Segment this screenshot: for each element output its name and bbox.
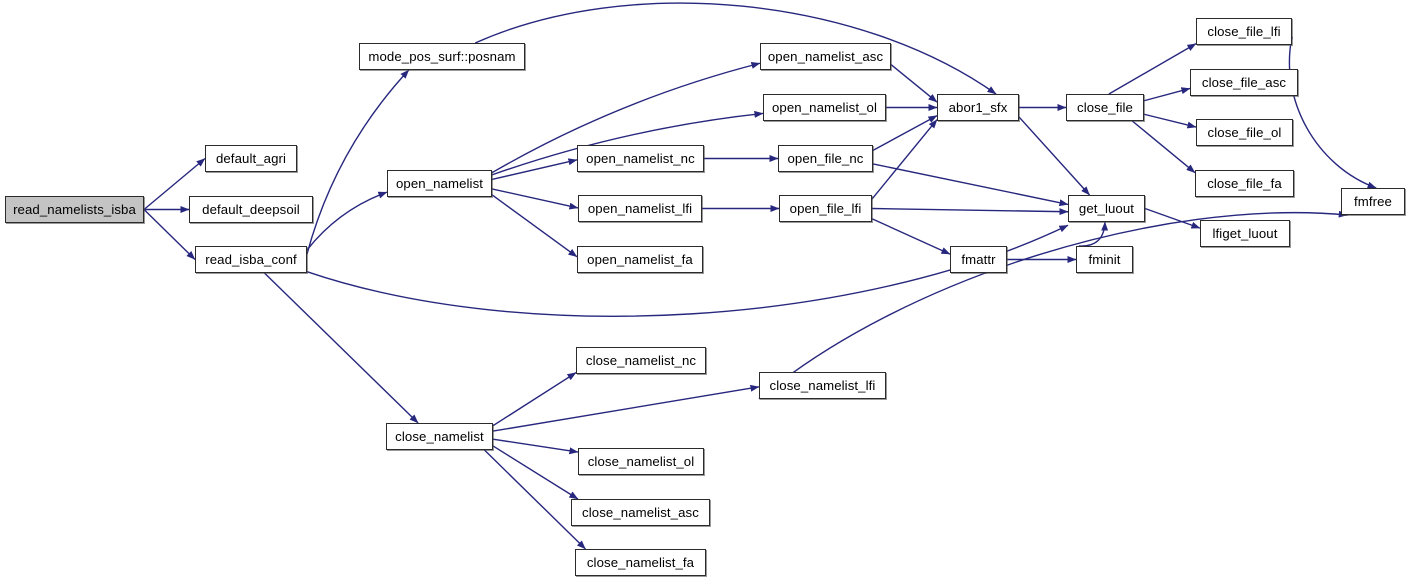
node-label: open_namelist_fa bbox=[587, 251, 693, 267]
graph-node-open-namelist-lfi[interactable]: open_namelist_lfi bbox=[578, 195, 702, 222]
node-label: close_namelist_fa bbox=[586, 554, 695, 570]
graph-node-close-namelist-ol[interactable]: close_namelist_ol bbox=[578, 448, 704, 475]
graph-node-close-namelist-nc[interactable]: close_namelist_nc bbox=[576, 347, 706, 374]
graph-node-close-namelist-asc[interactable]: close_namelist_asc bbox=[571, 499, 710, 526]
node-label: close_namelist_nc bbox=[585, 352, 697, 368]
graph-node-open-namelist-nc[interactable]: open_namelist_nc bbox=[577, 145, 704, 172]
graph-node-close-namelist[interactable]: close_namelist bbox=[386, 423, 493, 450]
node-label: open_namelist_ol bbox=[772, 99, 877, 115]
node-label: fmfree bbox=[1354, 193, 1392, 209]
edge-close-namelist-to-close-namelist-lfi bbox=[492, 384, 760, 432]
edge-read-isba-conf-to-mode-pos-surf-posnam bbox=[306, 69, 410, 255]
node-label: close_namelist_lfi bbox=[769, 377, 876, 393]
edge-close-namelist-to-close-namelist-ol bbox=[492, 438, 579, 455]
node-label: default_deepsoil bbox=[202, 201, 300, 217]
edge-abor1-sfx-to-get-luout bbox=[1018, 116, 1091, 196]
graph-node-fminit[interactable]: fminit bbox=[1076, 246, 1133, 273]
node-label: mode_pos_surf::posnam bbox=[368, 48, 516, 64]
graph-node-default-deepsoil[interactable]: default_deepsoil bbox=[189, 196, 313, 223]
node-label: read_namelists_isba bbox=[13, 201, 136, 217]
graph-node-open-namelist[interactable]: open_namelist bbox=[387, 170, 492, 197]
edge-read-isba-conf-to-open-namelist bbox=[306, 191, 388, 251]
node-label: close_namelist_ol bbox=[587, 453, 695, 469]
node-label: close_file_asc bbox=[1201, 74, 1287, 90]
edge-open-file-lfi-to-get-luout bbox=[871, 207, 1069, 216]
graph-node-mode-pos-surf-posnam[interactable]: mode_pos_surf::posnam bbox=[359, 43, 525, 70]
node-label: close_namelist_asc bbox=[582, 504, 699, 520]
graph-node-open-namelist-fa[interactable]: open_namelist_fa bbox=[577, 246, 703, 273]
node-label: close_file_lfi bbox=[1207, 23, 1281, 39]
node-label: default_agri bbox=[215, 150, 287, 166]
graph-node-fmfree[interactable]: fmfree bbox=[1341, 188, 1405, 215]
node-label: open_file_lfi bbox=[789, 200, 862, 216]
node-label: close_namelist bbox=[395, 428, 484, 444]
graph-node-close-file-ol[interactable]: close_file_ol bbox=[1196, 119, 1293, 146]
edge-close-file-to-close-file-fa bbox=[1131, 120, 1196, 174]
graph-node-close-file-asc[interactable]: close_file_asc bbox=[1190, 69, 1298, 96]
graph-node-fmattr[interactable]: fmattr bbox=[950, 246, 1007, 273]
node-label: fminit bbox=[1088, 251, 1121, 267]
edge-close-namelist-to-close-namelist-asc bbox=[492, 445, 579, 500]
edge-open-namelist-to-open-namelist-fa bbox=[491, 194, 578, 258]
graph-node-open-namelist-ol[interactable]: open_namelist_ol bbox=[763, 94, 886, 121]
node-label: open_namelist_asc bbox=[767, 48, 884, 64]
edge-read-namelists-isba-to-read-isba-conf bbox=[143, 209, 196, 260]
node-label: lfiget_luout bbox=[1212, 225, 1278, 241]
graph-node-default-agri[interactable]: default_agri bbox=[205, 145, 297, 172]
edge-close-namelist-to-close-namelist-nc bbox=[492, 372, 577, 427]
graph-node-close-namelist-fa[interactable]: close_namelist_fa bbox=[575, 549, 706, 576]
graph-node-lfiget-luout[interactable]: lfiget_luout bbox=[1200, 220, 1290, 247]
node-label: close_file_ol bbox=[1207, 124, 1282, 140]
graph-node-open-file-lfi[interactable]: open_file_lfi bbox=[779, 195, 872, 222]
edge-open-namelist-asc-to-abor1-sfx bbox=[890, 64, 938, 103]
graph-node-read-isba-conf[interactable]: read_isba_conf bbox=[195, 246, 307, 273]
node-label: open_file_nc bbox=[787, 150, 864, 166]
graph-node-open-file-nc[interactable]: open_file_nc bbox=[778, 145, 873, 172]
node-label: close_file_fa bbox=[1207, 175, 1282, 191]
edge-close-file-to-close-file-asc bbox=[1143, 87, 1191, 102]
edge-read-isba-conf-to-close-namelist bbox=[263, 272, 419, 424]
graph-node-close-file[interactable]: close_file bbox=[1066, 94, 1144, 121]
node-label: open_namelist_nc bbox=[586, 150, 695, 166]
node-label: close_file bbox=[1077, 99, 1133, 115]
edge-close-file-to-close-file-lfi bbox=[1108, 43, 1197, 95]
node-label: open_namelist bbox=[395, 175, 484, 191]
edge-close-file-lfi-to-fmfree bbox=[1288, 36, 1377, 189]
edge-fminit-to-get-luout bbox=[1078, 221, 1109, 247]
edge-open-file-lfi-to-fmattr bbox=[871, 218, 951, 255]
node-label: read_isba_conf bbox=[205, 251, 297, 267]
node-label: abor1_sfx bbox=[948, 99, 1008, 115]
graph-node-close-file-fa[interactable]: close_file_fa bbox=[1195, 170, 1294, 197]
graph-node-abor1-sfx[interactable]: abor1_sfx bbox=[937, 94, 1019, 121]
graph-node-close-file-lfi[interactable]: close_file_lfi bbox=[1196, 18, 1292, 45]
edge-close-file-to-close-file-ol bbox=[1143, 113, 1197, 129]
node-label: open_namelist_lfi bbox=[587, 200, 693, 216]
graph-node-read-namelists-isba[interactable]: read_namelists_isba bbox=[5, 196, 144, 223]
edge-open-file-lfi-to-abor1-sfx bbox=[871, 119, 938, 200]
edge-mode-pos-surf-posnam-to-abor1-sfx bbox=[474, 2, 997, 95]
edge-open-namelist-to-open-namelist-lfi bbox=[491, 188, 579, 210]
graph-node-get-luout[interactable]: get_luout bbox=[1068, 195, 1145, 222]
edge-get-luout-to-lfiget-luout bbox=[1144, 207, 1201, 229]
node-label: get_luout bbox=[1078, 200, 1135, 216]
graph-node-close-namelist-lfi[interactable]: close_namelist_lfi bbox=[759, 372, 886, 399]
edge-open-namelist-to-open-namelist-nc bbox=[491, 158, 578, 181]
edge-open-file-nc-to-get-luout bbox=[872, 163, 1069, 207]
node-label: fmattr bbox=[961, 251, 996, 267]
graph-node-open-namelist-asc[interactable]: open_namelist_asc bbox=[760, 43, 891, 70]
